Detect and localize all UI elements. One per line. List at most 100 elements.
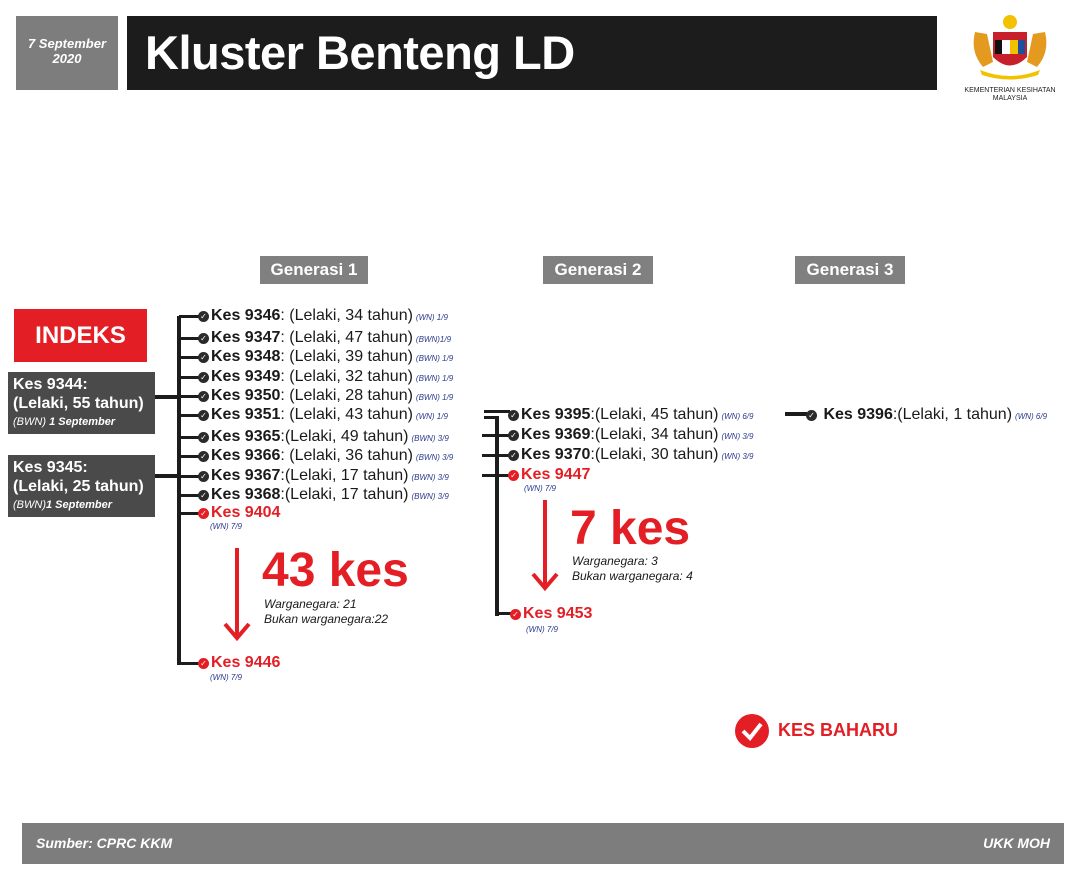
- footer-bar: Sumber: CPRC KKM UKK MOH: [22, 823, 1064, 864]
- check-icon: ✓: [198, 311, 209, 322]
- index-connector: [155, 474, 179, 478]
- check-icon: ✓: [198, 410, 209, 421]
- case-row: ✓Kes 9350: (Lelaki, 28 tahun)(BWN) 1/9: [198, 386, 453, 406]
- case-desc: :(Lelaki, 45 tahun): [590, 406, 719, 423]
- page-title: Kluster Benteng LD: [127, 16, 937, 90]
- case-row: ✓Kes 9369:(Lelaki, 34 tahun)(WN) 3/9: [508, 425, 753, 445]
- case-row: ✓Kes 9347: (Lelaki, 47 tahun)(BWN)1/9: [198, 328, 451, 348]
- case-id: Kes 9346: [211, 307, 281, 324]
- index-label: INDEKS: [14, 309, 147, 362]
- gen1-connector: [179, 436, 199, 439]
- date-box: 7 September 2020: [16, 16, 118, 90]
- gen1-citizens: Warganegara: 21: [264, 597, 357, 611]
- case-row: ✓Kes 9365:(Lelaki, 49 tahun)(BWN) 3/9: [198, 427, 449, 447]
- gen2-trunk-line: [495, 416, 499, 616]
- case-desc: : (Lelaki, 43 tahun): [280, 406, 413, 423]
- case-id: Kes 9348: [211, 348, 281, 365]
- check-icon: ✓: [198, 391, 209, 402]
- case-tag: (WN) 1/9: [415, 412, 448, 421]
- case-desc: :(Lelaki, 1 tahun): [892, 406, 1013, 423]
- case-desc: : (Lelaki, 39 tahun): [280, 348, 413, 365]
- case-id: Kes 9349: [211, 368, 281, 385]
- case-desc: :(Lelaki, 30 tahun): [590, 446, 719, 463]
- gen2-connector: [484, 410, 510, 413]
- case-desc: : (Lelaki, 47 tahun): [280, 329, 413, 346]
- source-text: Sumber: CPRC KKM: [36, 835, 173, 851]
- gen2-connector: [495, 612, 511, 615]
- case-desc: (Lelaki, 25 tahun): [13, 478, 144, 495]
- gen2-citizens: Warganegara: 3: [572, 554, 658, 568]
- check-icon: ✓: [508, 470, 519, 481]
- check-icon: ✓: [508, 450, 519, 461]
- gen1-connector: [179, 356, 199, 359]
- case-desc: : (Lelaki, 28 tahun): [280, 387, 413, 404]
- case-date: 1 September: [49, 416, 116, 428]
- case-row: ✓Kes 9366: (Lelaki, 36 tahun)(BWN) 3/9: [198, 446, 453, 466]
- case-tag: (WN) 7/9: [210, 673, 242, 682]
- check-icon: ✓: [510, 609, 521, 620]
- case-tag: (WN) 7/9: [526, 625, 558, 634]
- gen1-connector: [179, 662, 199, 665]
- gen3-case: ✓ Kes 9396:(Lelaki, 1 tahun)(WN) 6/9: [806, 405, 1047, 425]
- check-icon: ✓: [508, 410, 519, 421]
- case-id: Kes 9365: [211, 428, 281, 445]
- generation-1-label: Generasi 1: [260, 256, 368, 284]
- gen1-connector: [179, 337, 199, 340]
- down-arrow-icon: [531, 500, 559, 592]
- check-icon: ✓: [198, 490, 209, 501]
- gen1-trunk-line: [177, 316, 181, 665]
- case-id: Kes 9446: [211, 654, 281, 671]
- case-tag: (WN) 1/9: [415, 313, 448, 322]
- case-tag: (WN) 7/9: [524, 484, 556, 493]
- case-tag: (BWN) 3/9: [411, 434, 449, 443]
- gen1-connector: [179, 455, 199, 458]
- legend-label: KES BAHARU: [778, 720, 899, 740]
- case-id: Kes 9351: [211, 406, 281, 423]
- gen2-noncitizens: Bukan warganegara: 4: [572, 569, 693, 583]
- gen1-connector: [179, 315, 199, 318]
- check-icon: ✓: [198, 471, 209, 482]
- case-tag: (BWN) 1/9: [415, 393, 454, 402]
- case-desc: :(Lelaki, 34 tahun): [590, 426, 719, 443]
- case-desc: :(Lelaki, 49 tahun): [280, 428, 409, 445]
- case-tag: (WN) 3/9: [721, 452, 754, 461]
- case-status: (BWN): [13, 499, 46, 511]
- case-tag: (WN) 6/9: [1015, 412, 1048, 421]
- down-arrow-icon: [223, 548, 251, 642]
- check-icon: ✓: [198, 451, 209, 462]
- case-tag: (WN) 6/9: [721, 412, 754, 421]
- check-icon: ✓: [198, 658, 209, 669]
- check-icon: ✓: [508, 430, 519, 441]
- case-tag: (WN) 7/9: [210, 522, 242, 531]
- new-case-check-icon: [735, 714, 769, 748]
- case-row: ✓Kes 9346: (Lelaki, 34 tahun)(WN) 1/9: [198, 306, 448, 326]
- case-id: Kes 9395: [521, 406, 591, 423]
- case-row: ✓Kes 9348: (Lelaki, 39 tahun)(BWN) 1/9: [198, 347, 453, 367]
- gen2-connector: [482, 454, 510, 457]
- case-id: Kes 9404: [211, 504, 281, 521]
- case-tag: (BWN) 1/9: [415, 374, 454, 383]
- case-id: Kes 9447: [521, 466, 591, 483]
- case-id: Kes 9345:: [13, 459, 88, 476]
- case-desc: : (Lelaki, 34 tahun): [280, 307, 413, 324]
- case-desc: : (Lelaki, 36 tahun): [280, 447, 413, 464]
- case-id: Kes 9369: [521, 426, 591, 443]
- ministry-name: KEMENTERIAN KESIHATAN MALAYSIA: [964, 87, 1056, 102]
- check-icon: ✓: [198, 352, 209, 363]
- case-tag: (BWN) 3/9: [415, 453, 454, 462]
- gen1-connector: [179, 512, 199, 515]
- case-tag: (BWN) 3/9: [411, 473, 449, 482]
- gen2-case-count: 7 kes: [570, 502, 691, 555]
- case-tag: (WN) 3/9: [721, 432, 754, 441]
- case-desc: :(Lelaki, 17 tahun): [280, 486, 409, 503]
- gen1-connector: [179, 376, 199, 379]
- case-id: Kes 9396: [823, 406, 893, 423]
- case-row: ✓Kes 9351: (Lelaki, 43 tahun)(WN) 1/9: [198, 405, 448, 425]
- date: 7 September 2020: [27, 36, 107, 66]
- case-desc: : (Lelaki, 32 tahun): [280, 368, 413, 385]
- gen1-new-case-last: ✓Kes 9446: [198, 653, 280, 673]
- check-icon: ✓: [806, 410, 817, 421]
- case-status: (BWN): [13, 416, 46, 428]
- index-case-9345: Kes 9345: (Lelaki, 25 tahun) (BWN)1 Sept…: [8, 455, 155, 517]
- check-icon: ✓: [198, 432, 209, 443]
